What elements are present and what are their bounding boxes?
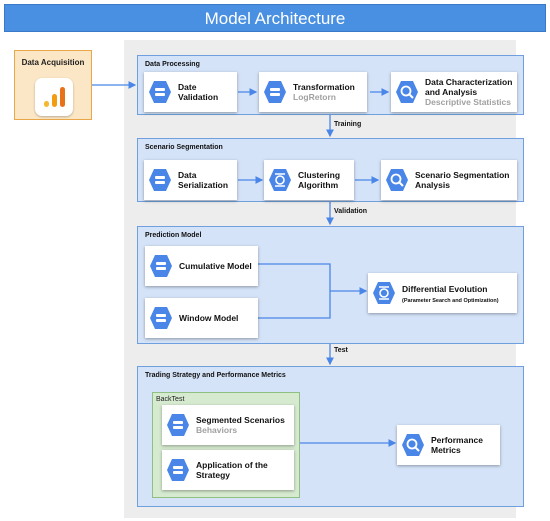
card-line: Strategy: [196, 470, 231, 480]
card-line: Window Model: [179, 313, 239, 323]
card-line: Data: [178, 170, 197, 180]
card-subtitle: LogRetorn: [293, 92, 336, 102]
card-label: Performance Metrics: [431, 435, 483, 455]
card-data-serialization[interactable]: Data Serialization: [144, 160, 237, 200]
card-performance-metrics[interactable]: Performance Metrics: [397, 425, 500, 465]
card-label: Clustering Algorithm: [298, 170, 340, 190]
backtest-title: BackTest: [156, 396, 185, 403]
card-data-characterization[interactable]: Data Characterization and Analysis Descr…: [391, 72, 517, 112]
card-label: Differential Evolution (Parameter Search…: [402, 284, 499, 306]
edge-label-validation: Validation: [334, 208, 368, 215]
storage-icon: [167, 414, 189, 436]
edge-label-training: Training: [334, 121, 362, 128]
card-line: Data Characterization: [425, 77, 513, 87]
storage-icon: [150, 307, 172, 329]
card-line: Segmented Scenarios: [196, 415, 285, 425]
card-scenario-segmentation-analysis[interactable]: Scenario Segmentation Analysis: [381, 160, 517, 200]
card-line: Validation: [178, 92, 219, 102]
card-label: Date Validation: [178, 82, 218, 102]
card-line: Date: [178, 82, 197, 92]
card-line: Performance: [431, 435, 483, 445]
algorithm-icon: [373, 282, 395, 304]
card-label: Data Characterization and Analysis Descr…: [425, 77, 512, 107]
card-segmented-scenarios[interactable]: Segmented Scenarios Behaviors: [162, 405, 294, 445]
card-line: Clustering: [298, 170, 341, 180]
card-window-model[interactable]: Window Model: [145, 298, 258, 338]
card-label: Cumulative Model: [179, 261, 252, 271]
card-subtitle: Behaviors: [196, 425, 238, 435]
card-line: Transformation: [293, 82, 355, 92]
section-title: Data Processing: [145, 61, 200, 68]
card-label: Window Model: [179, 313, 238, 323]
data-acquisition-label: Data Acquisition: [21, 58, 85, 67]
storage-icon: [264, 81, 286, 103]
card-application-strategy[interactable]: Application of the Strategy: [162, 450, 294, 490]
section-title: Trading Strategy and Performance Metrics: [145, 372, 286, 379]
storage-icon: [150, 255, 172, 277]
card-clustering-algorithm[interactable]: Clustering Algorithm: [264, 160, 354, 200]
analytics-icon: [396, 81, 418, 103]
diagram-title: Model Architecture: [4, 4, 546, 32]
section-title: Scenario Segmentation: [145, 144, 223, 151]
card-differential-evolution[interactable]: Differential Evolution (Parameter Search…: [368, 273, 517, 313]
storage-icon: [149, 81, 171, 103]
card-line: Analysis: [415, 180, 450, 190]
data-acquisition-node[interactable]: Data Acquisition: [14, 50, 92, 120]
card-cumulative-model[interactable]: Cumulative Model: [145, 246, 258, 286]
card-label: Segmented Scenarios Behaviors: [196, 415, 285, 435]
card-line: Application of the: [196, 460, 268, 470]
card-line: (Parameter Search and Optimization): [402, 298, 499, 304]
card-line: Cumulative Model: [179, 261, 252, 271]
analytics-icon: [386, 169, 408, 191]
card-subtitle: Descriptive Statistics: [425, 97, 511, 107]
card-line: Scenario Segmentation: [415, 170, 510, 180]
card-line: Metrics: [431, 445, 461, 455]
edge-label-test: Test: [334, 347, 348, 354]
storage-icon: [149, 169, 171, 191]
algorithm-icon: [269, 169, 291, 191]
analytics-icon: [402, 434, 424, 456]
card-line: and Analysis: [425, 87, 478, 97]
card-line: Algorithm: [298, 180, 339, 190]
card-label: Transformation LogRetorn: [293, 82, 355, 102]
card-date-validation[interactable]: Date Validation: [144, 72, 237, 112]
storage-icon: [167, 459, 189, 481]
card-transformation[interactable]: Transformation LogRetorn: [259, 72, 367, 112]
section-title: Prediction Model: [145, 232, 202, 239]
card-line: Differential Evolution: [402, 284, 488, 294]
bar-chart-icon: [35, 78, 73, 116]
card-label: Scenario Segmentation Analysis: [415, 170, 509, 190]
card-label: Data Serialization: [178, 170, 228, 190]
card-line: Serialization: [178, 180, 229, 190]
card-label: Application of the Strategy: [196, 460, 268, 480]
